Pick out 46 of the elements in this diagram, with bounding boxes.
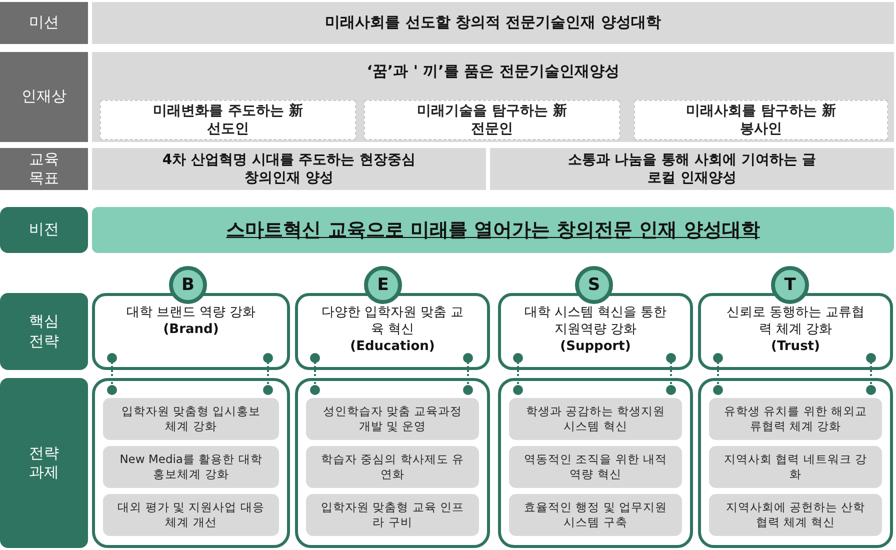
- task-item: 입학자원 맞춤형 입시홍보 체계 강화: [103, 398, 279, 440]
- task-panel: [698, 378, 893, 548]
- task-item: 효율적인 행정 및 업무지원 시스템 구축: [509, 494, 682, 536]
- row-heading: 핵심 전략: [0, 293, 88, 370]
- header-band: [92, 52, 894, 142]
- task-item: 역동적인 조직을 위한 내적 역량 혁신: [509, 446, 682, 488]
- task-item: 대외 평가 및 지원사업 대응체계 개선: [103, 494, 279, 536]
- row-heading: 교육 목표: [0, 148, 88, 190]
- letter-circle: B: [169, 266, 207, 304]
- strategy-card: 신뢰로 동행하는 교류협력 체계 강화 (Trust): [698, 293, 893, 370]
- task-panel: [92, 378, 290, 548]
- task-item: 입학자원 맞춤형 교육 인프라 구비: [306, 494, 479, 536]
- dotted-connector: [666, 353, 676, 395]
- goal-panel: 소통과 나눔을 통해 사회에 기여하는 글로컬 인재양성: [490, 148, 894, 190]
- strategy-card: 대학 시스템 혁신을 통한 지원역량 강화 (Support): [498, 293, 693, 370]
- row-heading: 전략 과제: [0, 378, 88, 548]
- task-item: 유학생 유치를 위한 해외교류협력 체계 강화: [709, 398, 882, 440]
- dotted-connector: [866, 353, 876, 395]
- task-item: 학생과 공감하는 학생지원 시스템 혁신: [509, 398, 682, 440]
- talent-box: 미래기술을 탐구하는 新 전문인: [364, 100, 620, 140]
- letter-circle: T: [771, 266, 809, 304]
- row-heading: 비전: [0, 207, 88, 253]
- task-item: 성인학습자 맞춤 교육과정 개발 및 운영: [306, 398, 479, 440]
- task-panel: [295, 378, 490, 548]
- letter-circle: E: [364, 266, 402, 304]
- task-item: 학습자 중심의 학사제도 유연화: [306, 446, 479, 488]
- task-panel: [498, 378, 693, 548]
- strategy-card: 다양한 입학자원 맞춤 교육 혁신 (Education): [295, 293, 490, 370]
- strategy-card: 대학 브랜드 역량 강화 (Brand): [92, 293, 290, 370]
- talent-box: 미래사회를 탐구하는 新 봉사인: [634, 100, 888, 140]
- statement-banner: 미래사회를 선도할 창의적 전문기술인재 양성대학: [92, 2, 894, 44]
- letter-circle: S: [575, 266, 613, 304]
- row-heading: 인재상: [0, 52, 88, 142]
- talent-box: 미래변화를 주도하는 新 선도인: [100, 100, 356, 140]
- heading-text: ‘꿈’과 ' 끼’를 품은 전문기술인재양성: [366, 62, 620, 82]
- task-item: 지역사회에 공헌하는 산학협력 체계 혁신: [709, 494, 882, 536]
- dotted-connector: [713, 353, 723, 395]
- task-item: New Media를 활용한 대학 홍보체계 강화: [103, 446, 279, 488]
- dotted-connector: [310, 353, 320, 395]
- dotted-connector: [513, 353, 523, 395]
- dotted-connector: [463, 353, 473, 395]
- goal-panel: 4차 산업혁명 시대를 주도하는 현장중심 창의인재 양성: [92, 148, 486, 190]
- task-item: 지역사회 협력 네트워크 강화: [709, 446, 882, 488]
- dotted-connector: [263, 353, 273, 395]
- dotted-connector: [107, 353, 117, 395]
- row-heading: 미션: [0, 2, 88, 44]
